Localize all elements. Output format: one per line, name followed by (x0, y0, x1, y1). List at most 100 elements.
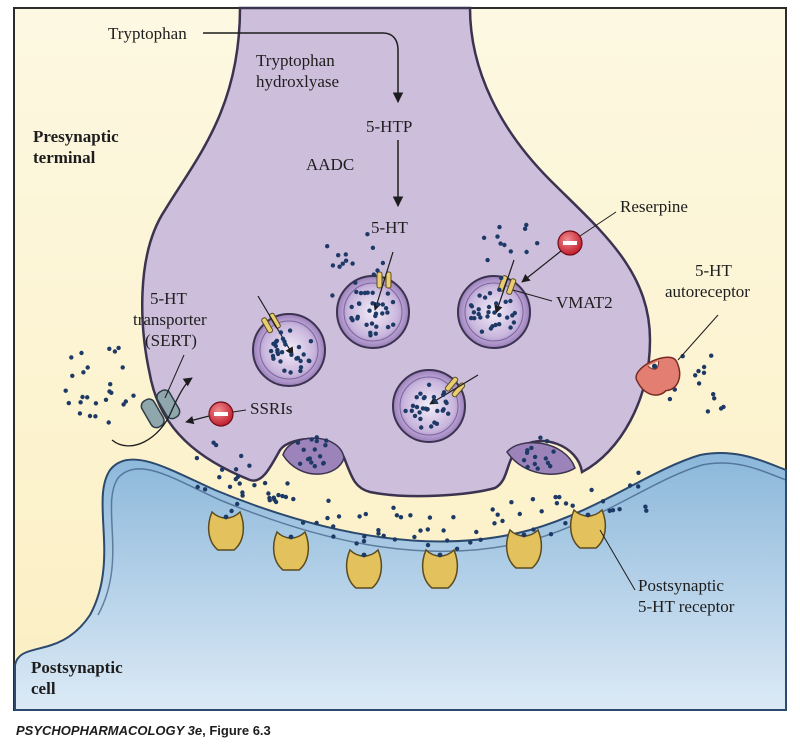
serotonin-dot (427, 515, 433, 520)
aadc-label: AADC (306, 155, 354, 174)
serotonin-dot (492, 521, 497, 526)
serotonin-dot (517, 511, 522, 517)
serotonin-dot (194, 455, 200, 461)
serotonin-dot (390, 299, 396, 305)
serotonin-dot (331, 534, 336, 539)
serotonin-dot (497, 287, 502, 292)
serotonin-dot (275, 349, 280, 355)
caption-figure: , Figure 6.3 (202, 723, 271, 738)
serotonin-dot (266, 491, 271, 496)
serotonin-dot (300, 520, 306, 525)
serotonin-dot (367, 308, 372, 313)
serotonin-dot (412, 534, 417, 540)
serotonin-dot (477, 293, 482, 298)
post-receptor-leader (599, 529, 636, 591)
serotonin-dot (85, 395, 90, 400)
serotonin-dot (570, 503, 575, 508)
serotonin-dot (441, 528, 446, 533)
serotonin-dot (380, 260, 386, 266)
serotonin-dot (309, 460, 314, 465)
serotonin-dot (468, 303, 474, 308)
postsynaptic-receptor-1 (207, 510, 245, 551)
5htp-label: 5-HTP (366, 117, 412, 136)
serotonin-dot (123, 399, 128, 404)
serotonin-dot (419, 425, 424, 430)
serotonin-dot (380, 311, 385, 316)
ssri-inhibitor-icon (208, 401, 234, 427)
serotonin-dot (524, 222, 529, 228)
serotonin-dot (545, 460, 551, 466)
serotonin-dot (80, 394, 85, 400)
serotonin-dot (425, 527, 430, 532)
serotonin-molecules (63, 222, 726, 551)
serotonin-dot (235, 474, 240, 480)
serotonin-dot (394, 513, 400, 518)
serotonin-dot (502, 242, 507, 248)
serotonin-dot (543, 456, 548, 461)
vmat2-leader (512, 289, 553, 302)
serotonin-dot (297, 461, 303, 466)
serotonin-dot (471, 310, 477, 315)
serotonin-dot (667, 396, 673, 402)
serotonin-dot (525, 464, 530, 470)
serotonin-dot (337, 264, 342, 269)
serotonin-dot (66, 400, 72, 406)
serotonin-dot (374, 324, 379, 329)
serotonin-dot (508, 249, 513, 254)
serotonin-dot (69, 355, 74, 360)
serotonin-dot (307, 358, 312, 364)
serotonin-dot (600, 499, 606, 504)
tryptophan-arrow (203, 32, 404, 104)
serotonin-dot (312, 447, 317, 452)
serotonin-dot (509, 500, 514, 505)
serotonin-dot (343, 252, 348, 257)
serotonin-dot (385, 291, 391, 296)
postsynaptic-receptor-6 (569, 508, 607, 549)
serotonin-dot (532, 461, 537, 467)
serotonin-dot (195, 484, 200, 490)
serotonin-dot (274, 338, 280, 343)
serotonin-dot (120, 365, 125, 370)
serotonin-dot (500, 518, 505, 524)
serotonin-dot (418, 391, 423, 396)
serotonin-dot (85, 365, 90, 370)
serotonin-dot (373, 311, 379, 316)
serotonin-dot (370, 290, 375, 295)
serotonin-dot (371, 272, 376, 277)
serotonin-dot (369, 321, 375, 326)
serotonin-dot (494, 301, 499, 306)
serotonin-dot (298, 368, 303, 374)
serotonin-dot (288, 370, 293, 375)
serotonin-dot (538, 435, 543, 440)
sert-reuptake-arrow (111, 377, 193, 447)
serotonin-dot (693, 373, 698, 378)
postsynaptic-receptor-4 (421, 548, 459, 589)
serotonin-dot (486, 310, 491, 315)
serotonin-dot (408, 513, 413, 518)
serotonin-dot (331, 524, 336, 529)
serotonin-dot (510, 313, 515, 318)
serotonin-dot (373, 331, 378, 336)
serotonin-dot (712, 396, 717, 401)
serotonin-dot (295, 440, 301, 445)
serotonin-dot (363, 511, 368, 517)
serotonin-dot (486, 304, 492, 310)
serotonin-dot (314, 435, 319, 440)
postsynaptic-receptor-label: Postsynaptic 5-HT receptor (638, 576, 735, 616)
autoreceptor-leader (677, 314, 719, 361)
serotonin-dot (535, 466, 540, 471)
serotonin-dot (355, 314, 360, 319)
serotonin-dot (81, 370, 86, 375)
postsynaptic-receptors (207, 508, 607, 589)
serotonin-dot (479, 329, 485, 334)
serotonin-dot (278, 359, 283, 364)
serotonin-dot (478, 537, 483, 542)
serotonin-dot (336, 253, 341, 258)
serotonin-dot (77, 411, 83, 416)
serotonin-dot (485, 257, 490, 263)
serotonin-dot (370, 301, 375, 306)
serotonin-dot (445, 538, 450, 543)
serotonin-dot (610, 508, 616, 513)
serotonin-dot (446, 411, 451, 416)
serotonin-dot (361, 539, 367, 544)
